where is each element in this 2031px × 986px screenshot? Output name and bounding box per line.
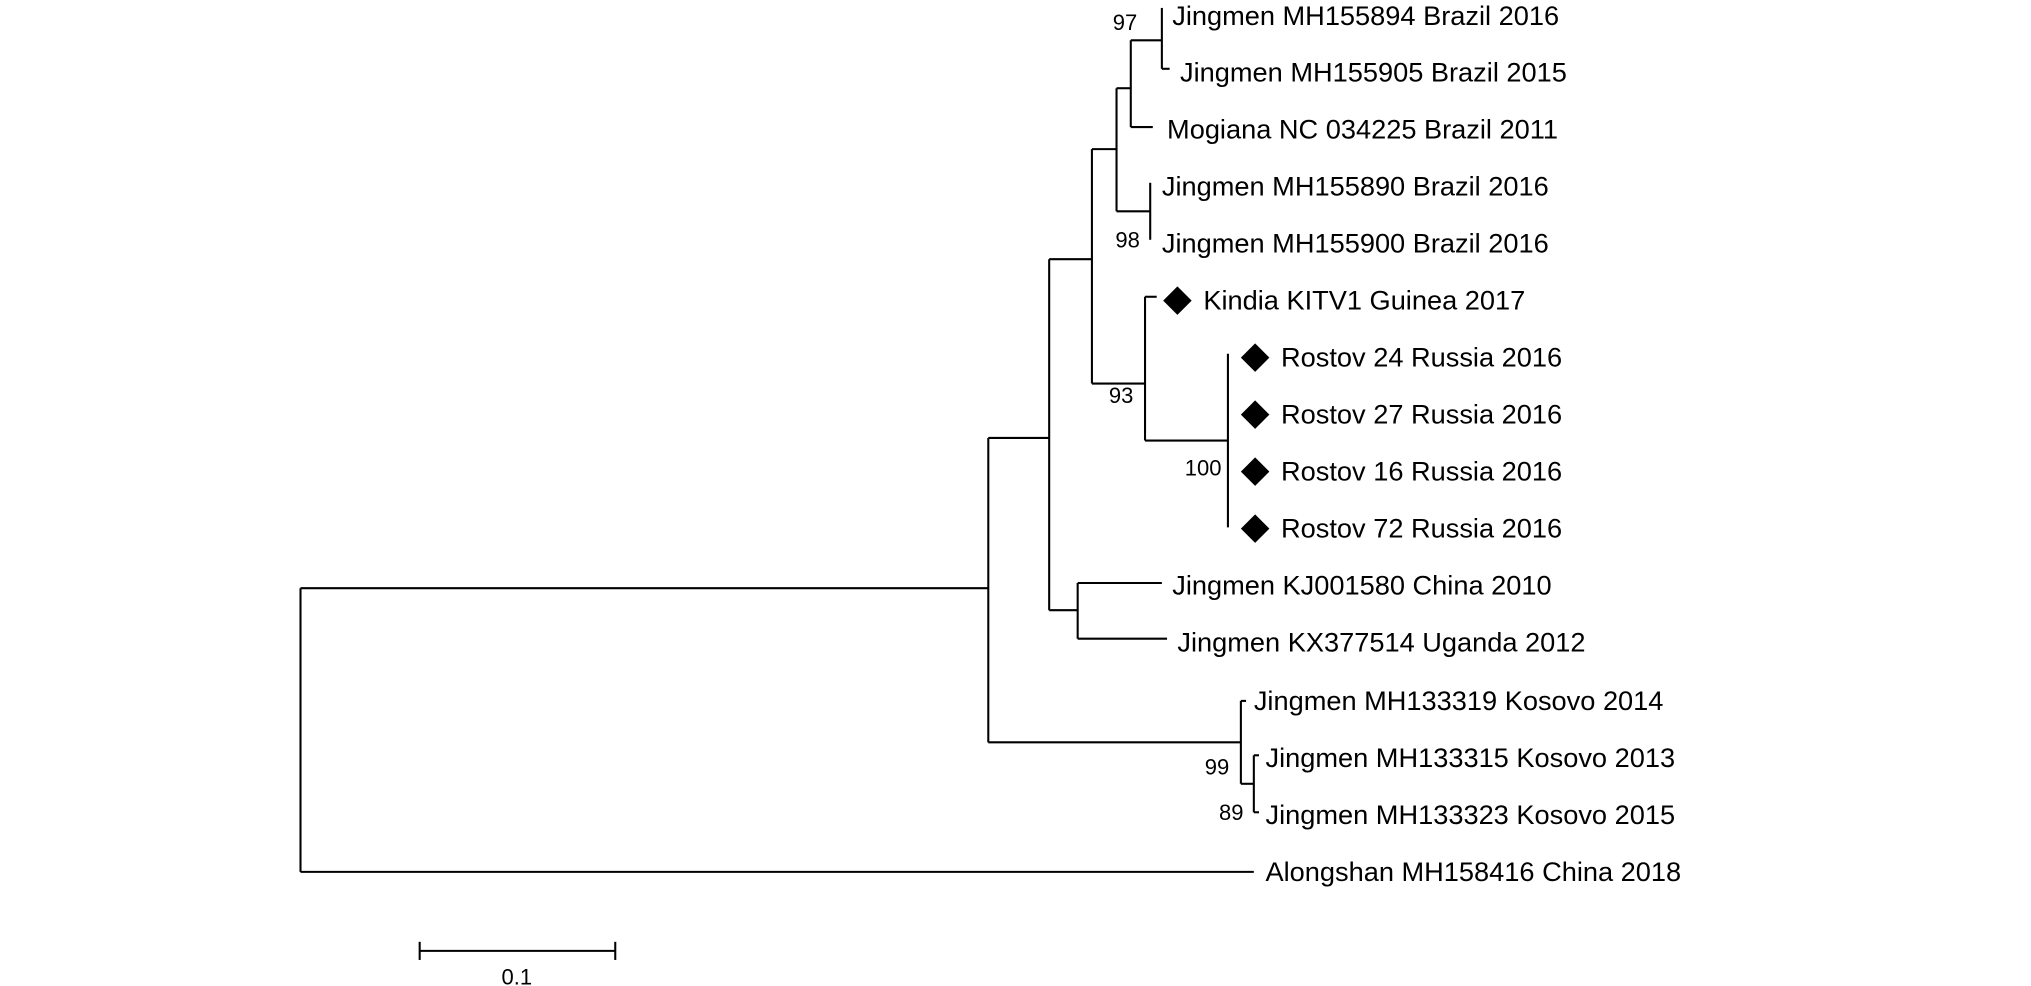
bootstrap-value: 99 (1205, 755, 1229, 780)
taxon-label: Jingmen MH133323 Kosovo 2015 (1265, 799, 1675, 830)
scale-bar-label: 0.1 (502, 965, 533, 986)
taxon-label: Jingmen MH155894 Brazil 2016 (1172, 0, 1559, 31)
taxon-label: Kindia KITV1 Guinea 2017 (1203, 285, 1525, 316)
diamond-marker-icon (1163, 286, 1192, 315)
taxon-label: Jingmen MH133315 Kosovo 2013 (1265, 742, 1675, 773)
taxon-label: Jingmen MH155900 Brazil 2016 (1162, 228, 1549, 259)
bootstrap-value: 97 (1113, 10, 1137, 35)
bootstrap-value: 98 (1115, 228, 1139, 253)
diamond-marker-icon (1240, 514, 1270, 543)
diamond-marker-icon (1240, 457, 1270, 486)
taxon-label: Jingmen MH155905 Brazil 2015 (1180, 57, 1567, 88)
taxon-label: Jingmen MH133319 Kosovo 2014 (1254, 685, 1664, 716)
scale-bar: 0.1 (418, 941, 617, 986)
taxon-label: Rostov 72 Russia 2016 (1281, 513, 1562, 544)
bootstrap-value: 100 (1185, 456, 1222, 481)
taxon-label: Jingmen KJ001580 China 2010 (1172, 570, 1551, 601)
bootstrap-value: 93 (1109, 383, 1133, 408)
diamond-marker-icon (1240, 343, 1270, 372)
taxon-label: Alongshan MH158416 China 2018 (1265, 856, 1681, 887)
bootstrap-values: 97 98 93 100 99 89 (1109, 10, 1244, 825)
taxon-label: Jingmen KX377514 Uganda 2012 (1177, 627, 1585, 658)
taxon-label: Rostov 27 Russia 2016 (1281, 399, 1562, 430)
taxon-label: Rostov 16 Russia 2016 (1281, 456, 1562, 487)
taxon-label: Rostov 24 Russia 2016 (1281, 342, 1562, 373)
taxon-label: Mogiana NC 034225 Brazil 2011 (1167, 114, 1558, 145)
taxon-label: Jingmen MH155890 Brazil 2016 (1162, 171, 1549, 202)
diamond-marker-icon (1240, 400, 1270, 429)
bootstrap-value: 89 (1219, 800, 1243, 825)
tree-branches (299, 7, 1260, 873)
